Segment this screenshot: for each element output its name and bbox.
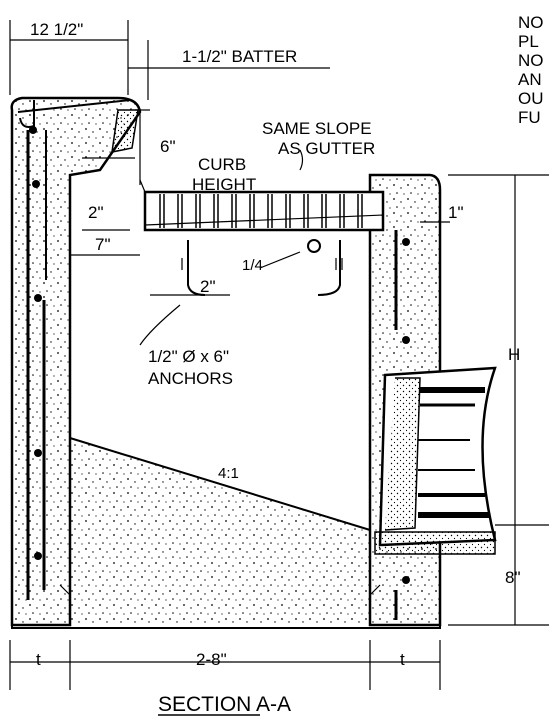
curb-insert xyxy=(111,109,139,153)
note-block: NO PL NO AN OU FU xyxy=(518,13,544,127)
dim-t-left: t xyxy=(36,650,41,669)
dim-7: 7" xyxy=(95,235,111,254)
footing xyxy=(11,625,441,629)
curb-6-label: 6" xyxy=(160,137,176,156)
same-slope-1: SAME SLOPE xyxy=(262,119,372,138)
dim-2-8: 2-8" xyxy=(196,650,227,669)
note-line-2: NO xyxy=(518,51,544,70)
anchors-1: 1/2" Ø x 6" xyxy=(148,347,229,366)
note-line-5: FU xyxy=(518,108,541,127)
bottom-fill xyxy=(70,438,370,625)
slope-line xyxy=(69,437,371,531)
dim-width-top: 12 1/2" xyxy=(30,20,83,39)
curb-height-1: CURB xyxy=(198,155,246,174)
grate xyxy=(143,190,385,232)
note-line-4: OU xyxy=(518,89,544,108)
dimensions xyxy=(9,20,549,690)
dim-t-right: t xyxy=(400,650,405,669)
grate-bars xyxy=(159,194,363,228)
note-line-0: NO xyxy=(518,13,544,32)
note-line-3: AN xyxy=(518,70,542,89)
pipe-bands xyxy=(418,387,490,518)
slope-label: 4:1 xyxy=(218,465,239,482)
curb-height-2: HEIGHT xyxy=(192,175,256,194)
anchor-right xyxy=(317,240,341,296)
anchors-2: ANCHORS xyxy=(148,369,233,388)
dim-h: H xyxy=(508,345,520,364)
dim-2-upper: 2" xyxy=(88,203,104,222)
dim-8: 8" xyxy=(505,568,521,587)
batter-label: 1-1/2" BATTER xyxy=(182,47,297,66)
note-line-1: PL xyxy=(518,32,539,51)
dim-quarter: 1/4 xyxy=(242,257,263,274)
dim-1: 1" xyxy=(448,203,464,222)
dim-2-lower: 2" xyxy=(200,277,216,296)
same-slope-2: AS GUTTER xyxy=(278,139,375,158)
section-title: SECTION A-A xyxy=(158,693,291,716)
